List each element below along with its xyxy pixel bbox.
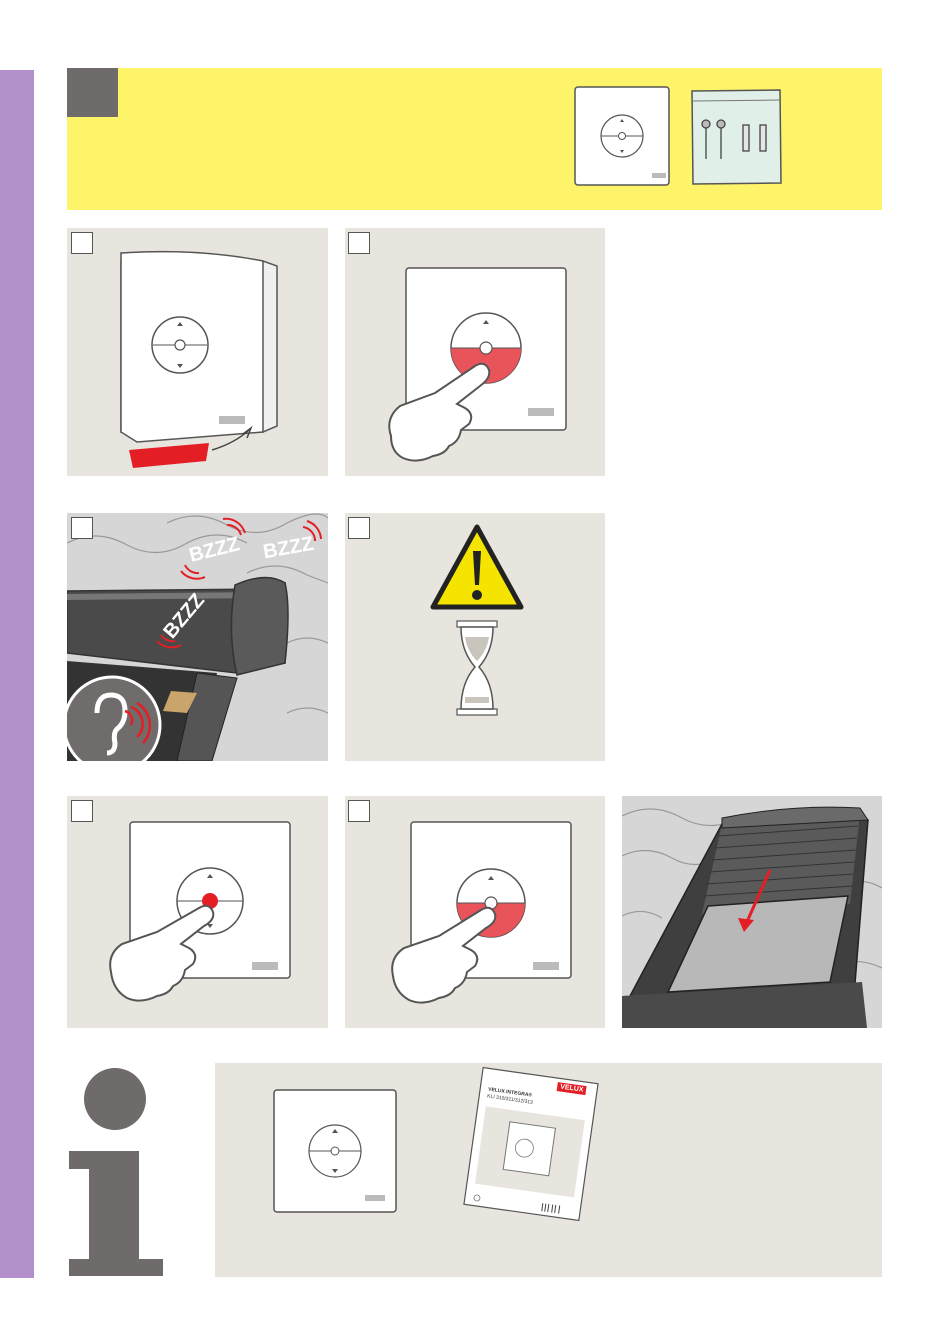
- closed-shutter-illustration: [622, 796, 882, 1028]
- sound-waves: [67, 513, 328, 761]
- step-number-box: [67, 68, 118, 117]
- press-center-button-illustration: [67, 796, 328, 1028]
- step-2-panel: [345, 228, 605, 476]
- step-4-panel: [345, 513, 605, 761]
- hourglass-icon: [457, 621, 497, 715]
- package-switch-illustration: [572, 84, 672, 188]
- press-down-button-illustration: [345, 228, 605, 476]
- remove-tab-illustration: [67, 228, 328, 476]
- screws-bag-illustration: [688, 87, 784, 187]
- sidebar-stripe: [0, 70, 34, 1278]
- info-icon: [67, 1063, 165, 1277]
- step-6-panel: [345, 796, 605, 1028]
- info-panel: VELUX VELUX INTEGRA® KLI 310/311/312/313: [215, 1063, 882, 1277]
- manual-booklet: VELUX VELUX INTEGRA® KLI 310/311/312/313: [462, 1065, 601, 1222]
- step-1-panel: [67, 228, 328, 476]
- info-switch-illustration: [271, 1087, 401, 1217]
- step-4-checkbox[interactable]: [348, 517, 370, 539]
- warning-icon: [433, 527, 521, 607]
- step-3-panel: BZZZ BZZZ BZZZ: [67, 513, 328, 761]
- press-down-button-illustration-2: [345, 796, 605, 1028]
- step-5-panel: [67, 796, 328, 1028]
- step-7-result-panel: [622, 796, 882, 1028]
